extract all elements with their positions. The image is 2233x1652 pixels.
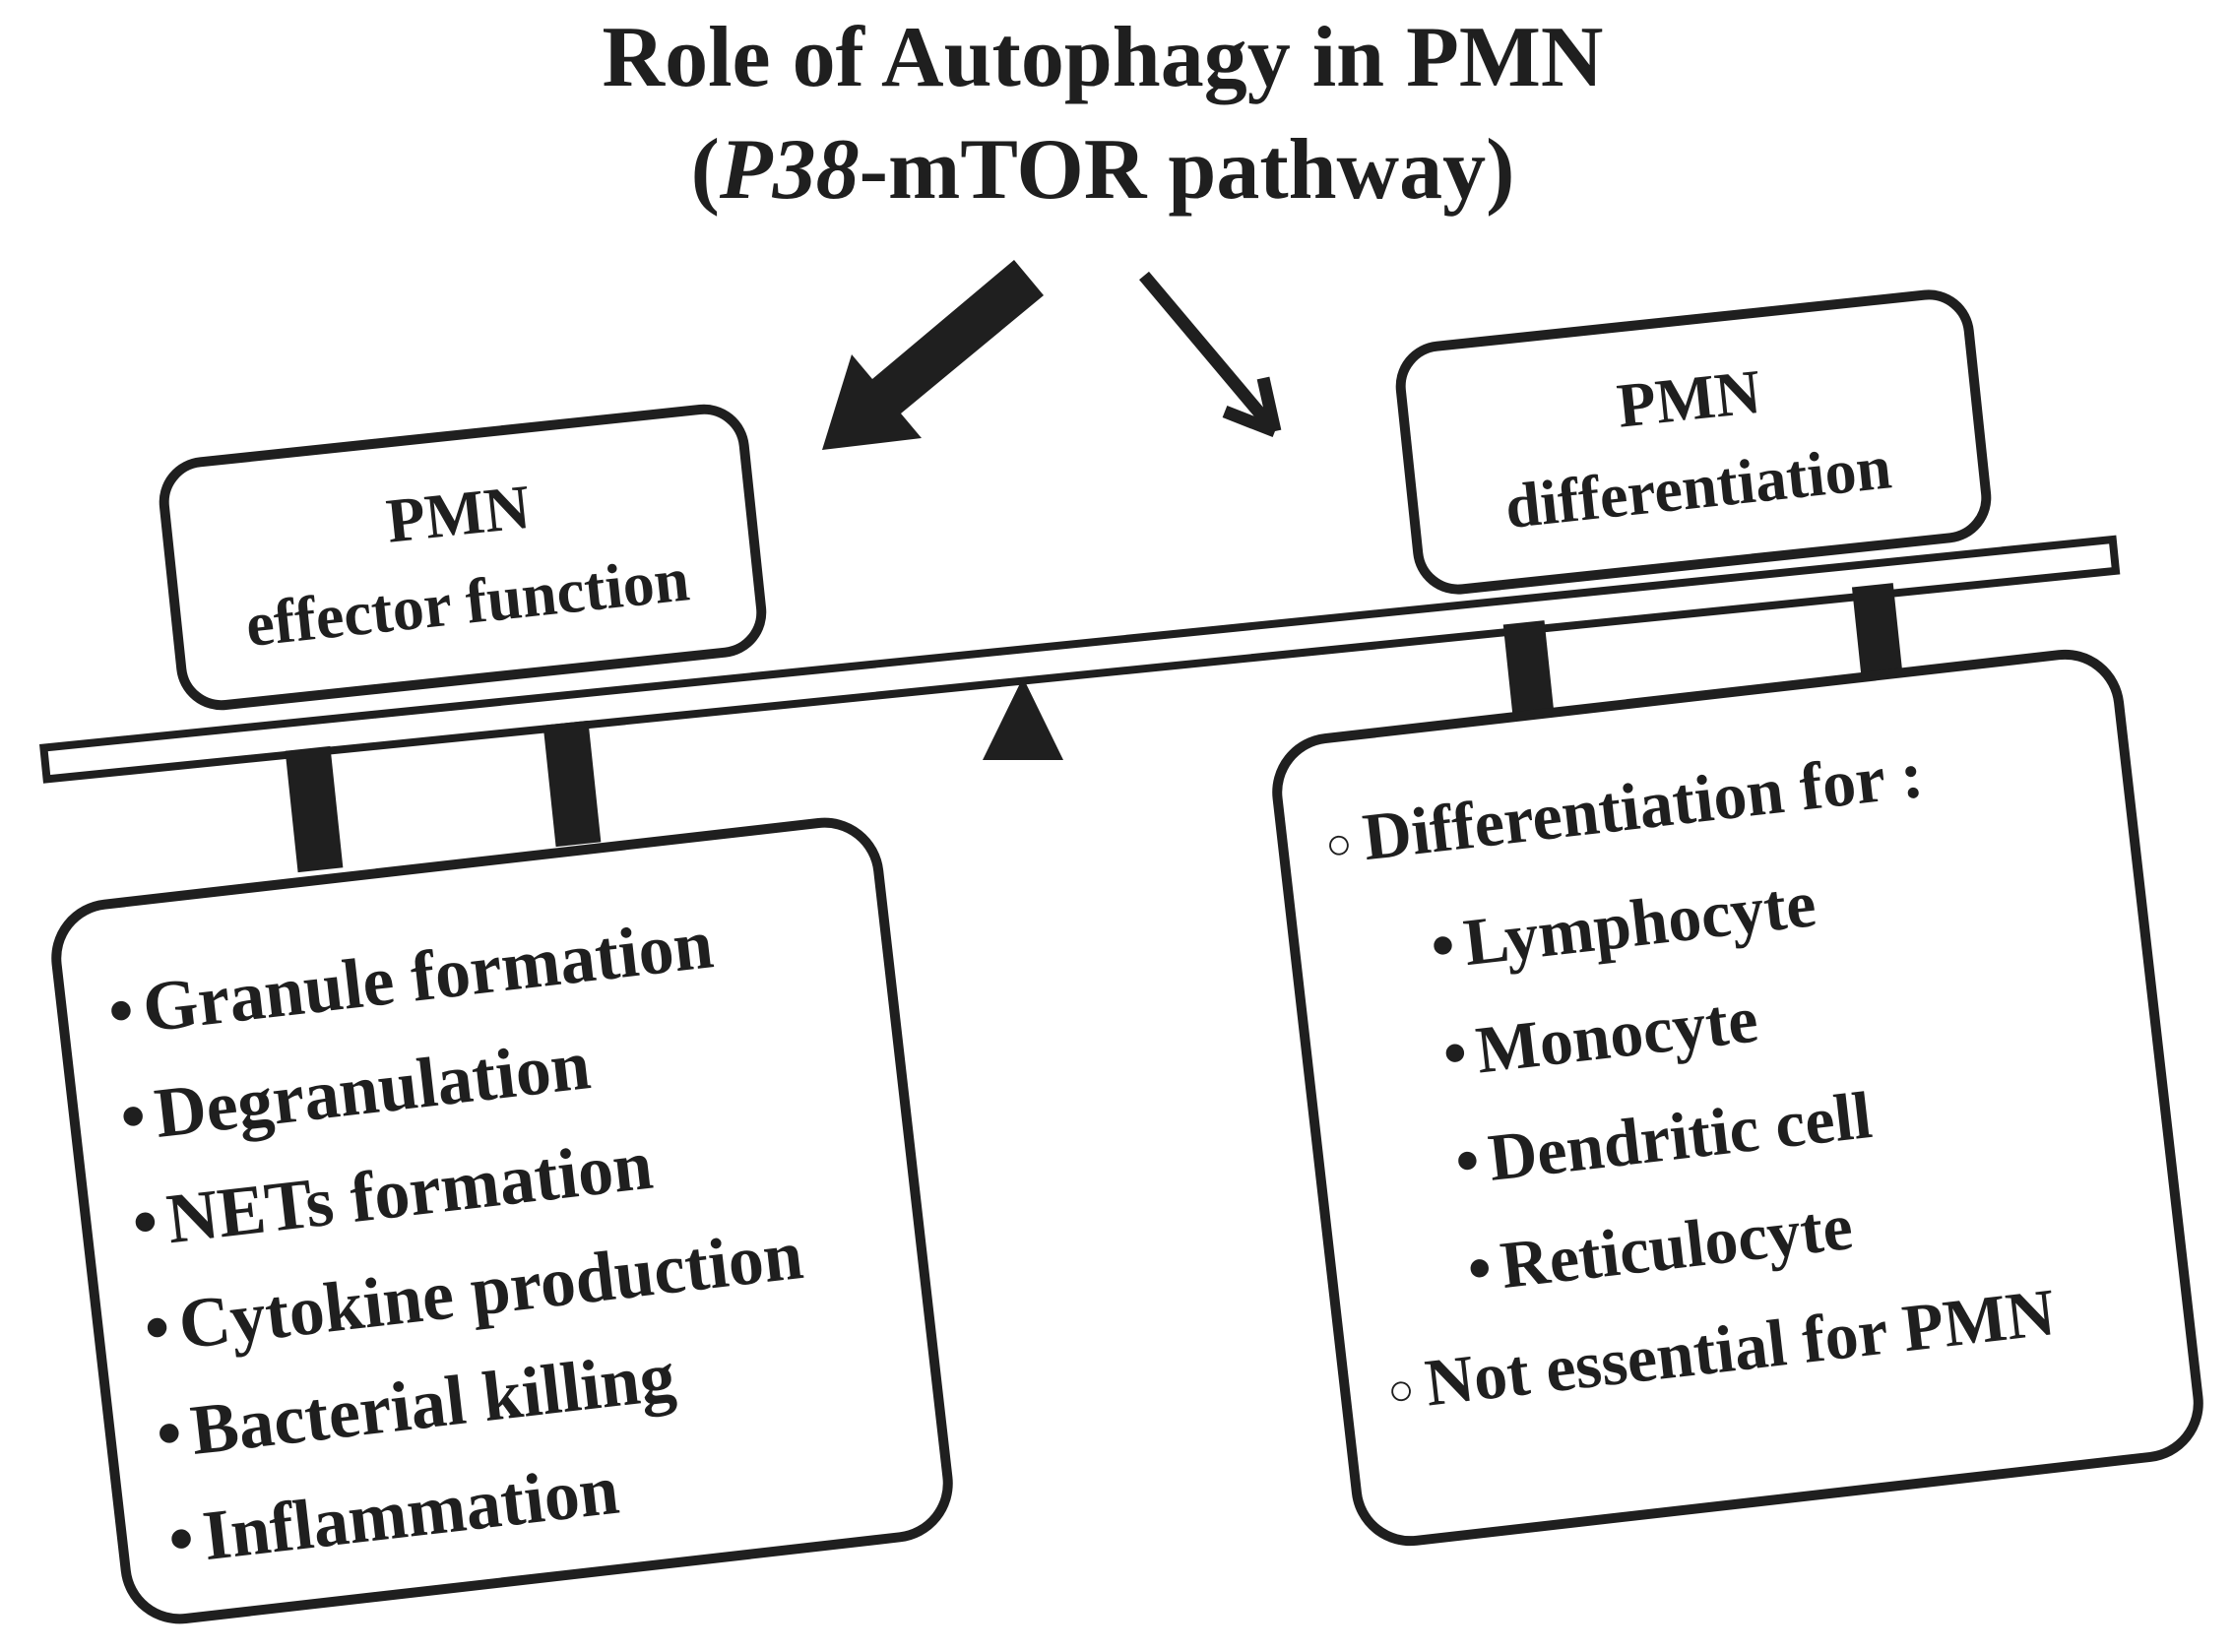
dot-bullet-icon: • — [116, 1075, 151, 1157]
thick-down-left-arrow-icon — [822, 260, 1044, 450]
dot-bullet-icon: • — [1463, 1229, 1496, 1306]
panel-pmn-differentiation: ○Differentiation for : •Lymphocyte •Mono… — [1265, 643, 2210, 1553]
dot-bullet-icon: • — [103, 970, 139, 1051]
dot-bullet-icon: • — [1438, 1014, 1472, 1092]
title-line-2: (P38-mTOR pathway) — [0, 114, 2205, 226]
circle-bullet-icon: ○ — [1322, 818, 1356, 871]
dot-bullet-icon: • — [152, 1392, 186, 1474]
list-item-label: Monocyte — [1472, 981, 1762, 1088]
dot-bullet-icon: • — [1427, 906, 1459, 985]
thin-down-right-arrow-icon — [1139, 271, 1282, 438]
dot-bullet-icon: • — [1451, 1121, 1484, 1199]
left-strut-1 — [285, 745, 344, 873]
panel-pmn-effector-functions: •Granule formation •Degranulation •NETs … — [44, 811, 960, 1630]
circle-bullet-icon: ○ — [1384, 1364, 1418, 1417]
list-item-label: Lymphocyte — [1459, 865, 1820, 981]
title-paren-open: ( — [690, 122, 720, 218]
dot-bullet-icon: • — [164, 1497, 199, 1580]
dot-bullet-icon: • — [140, 1287, 174, 1368]
left-strut-2 — [542, 720, 602, 848]
title-line-2-rest: -mTOR pathway) — [859, 122, 1515, 218]
sign-pmn-differentiation: PMN differentiation — [1391, 285, 1996, 600]
diagram-title: Role of Autophagy in PMN (P38-mTOR pathw… — [0, 2, 2205, 226]
seesaw-fulcrum-icon — [983, 677, 1063, 760]
title-p38-italic: P38 — [719, 122, 860, 218]
dot-bullet-icon: • — [128, 1180, 162, 1263]
sign-pmn-effector-function: PMN effector function — [155, 400, 771, 715]
title-line-1: Role of Autophagy in PMN — [602, 10, 1604, 105]
